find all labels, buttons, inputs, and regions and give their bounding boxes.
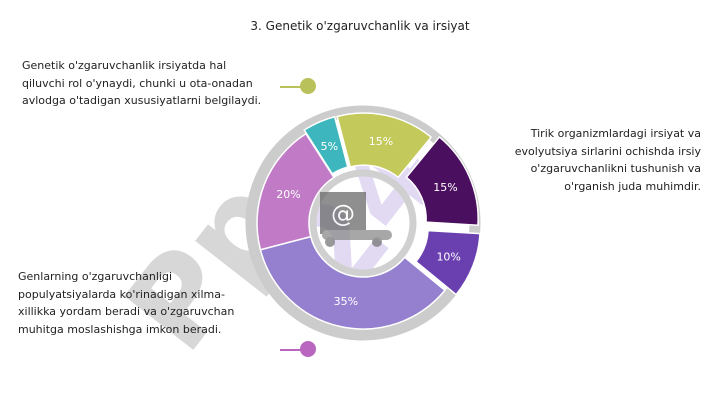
slide-title: 3. Genetik o'zgaruvchanlik va irsiyat (250, 19, 470, 33)
note-top-left: Genetik o'zgaruvchanlik irsiyatda hal qi… (22, 59, 262, 107)
donut-slice (303, 115, 349, 175)
note-top-right: Tirik organizmlardagi irsiyat va evolyut… (514, 127, 701, 193)
slice-label: 5% (321, 140, 338, 153)
note-bottom-left: Genlarning o'zgaruvchanligi populyatsiya… (18, 270, 235, 336)
svg-text:@: @ (331, 200, 355, 228)
donut-slice (256, 132, 335, 251)
donut-slice (336, 112, 433, 179)
marker-top (280, 78, 316, 94)
slice-label: 10% (436, 251, 460, 264)
donut-inner-ring (309, 169, 417, 277)
marker-bottom (280, 341, 316, 357)
donut-slice (259, 235, 446, 330)
donut-slices (256, 112, 481, 330)
slice-label: 35% (334, 295, 358, 308)
donut-slice-labels: 5% 15% 15% 10% 35% 20% (276, 135, 461, 308)
donut-slice (405, 136, 479, 227)
slice-label: 15% (433, 181, 457, 194)
slice-label: 20% (276, 188, 300, 201)
car-icon: @ (320, 192, 392, 247)
slice-label: 15% (369, 135, 393, 148)
donut-slice (414, 229, 481, 296)
